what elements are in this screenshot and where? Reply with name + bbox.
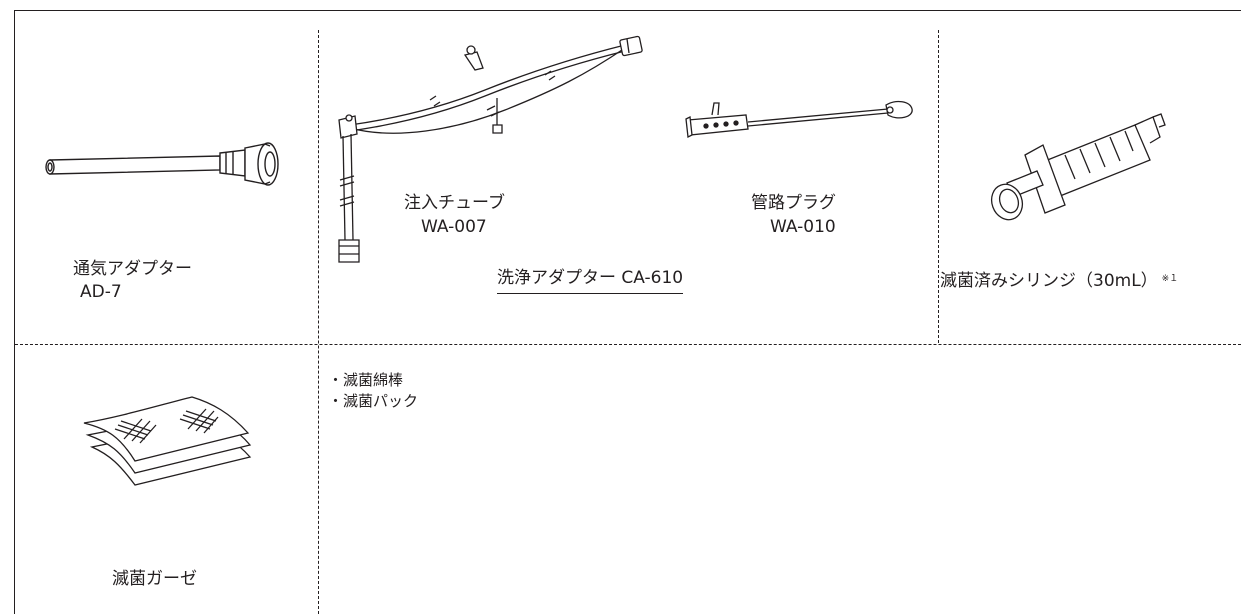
line-plug-illustration <box>678 95 918 145</box>
gauze-illustration <box>80 385 260 495</box>
row-divider <box>15 344 1241 345</box>
syringe-footnote-mark: ※１ <box>1161 274 1179 284</box>
syringe-name: 滅菌済みシリンジ（30mL）※１ <box>940 270 1178 292</box>
column-divider-1 <box>318 30 319 614</box>
cleaning-adapter-title: 洗浄アダプター CA-610 <box>497 267 684 294</box>
list-item: ・滅菌パック <box>328 392 419 410</box>
line-plug-name: 管路プラグ <box>751 193 836 213</box>
vent-adapter-illustration <box>40 140 290 200</box>
injection-tube-name: 注入チューブ <box>404 193 505 213</box>
injection-tube-code: WA-007 <box>421 217 487 237</box>
gauze-name: 滅菌ガーゼ <box>112 569 197 589</box>
vent-adapter-name: 通気アダプター <box>73 259 192 279</box>
other-items-list: ・滅菌綿棒 ・滅菌パック <box>328 370 418 412</box>
syringe-illustration <box>985 105 1170 235</box>
syringe-name-text: 滅菌済みシリンジ（30mL） <box>940 271 1158 291</box>
list-item: ・滅菌綿棒 <box>328 371 404 389</box>
accessory-table-frame <box>14 10 1241 614</box>
column-divider-2 <box>938 30 939 343</box>
line-plug-code: WA-010 <box>770 217 836 237</box>
injection-tube-illustration <box>325 30 655 270</box>
vent-adapter-code: AD-7 <box>80 282 122 302</box>
